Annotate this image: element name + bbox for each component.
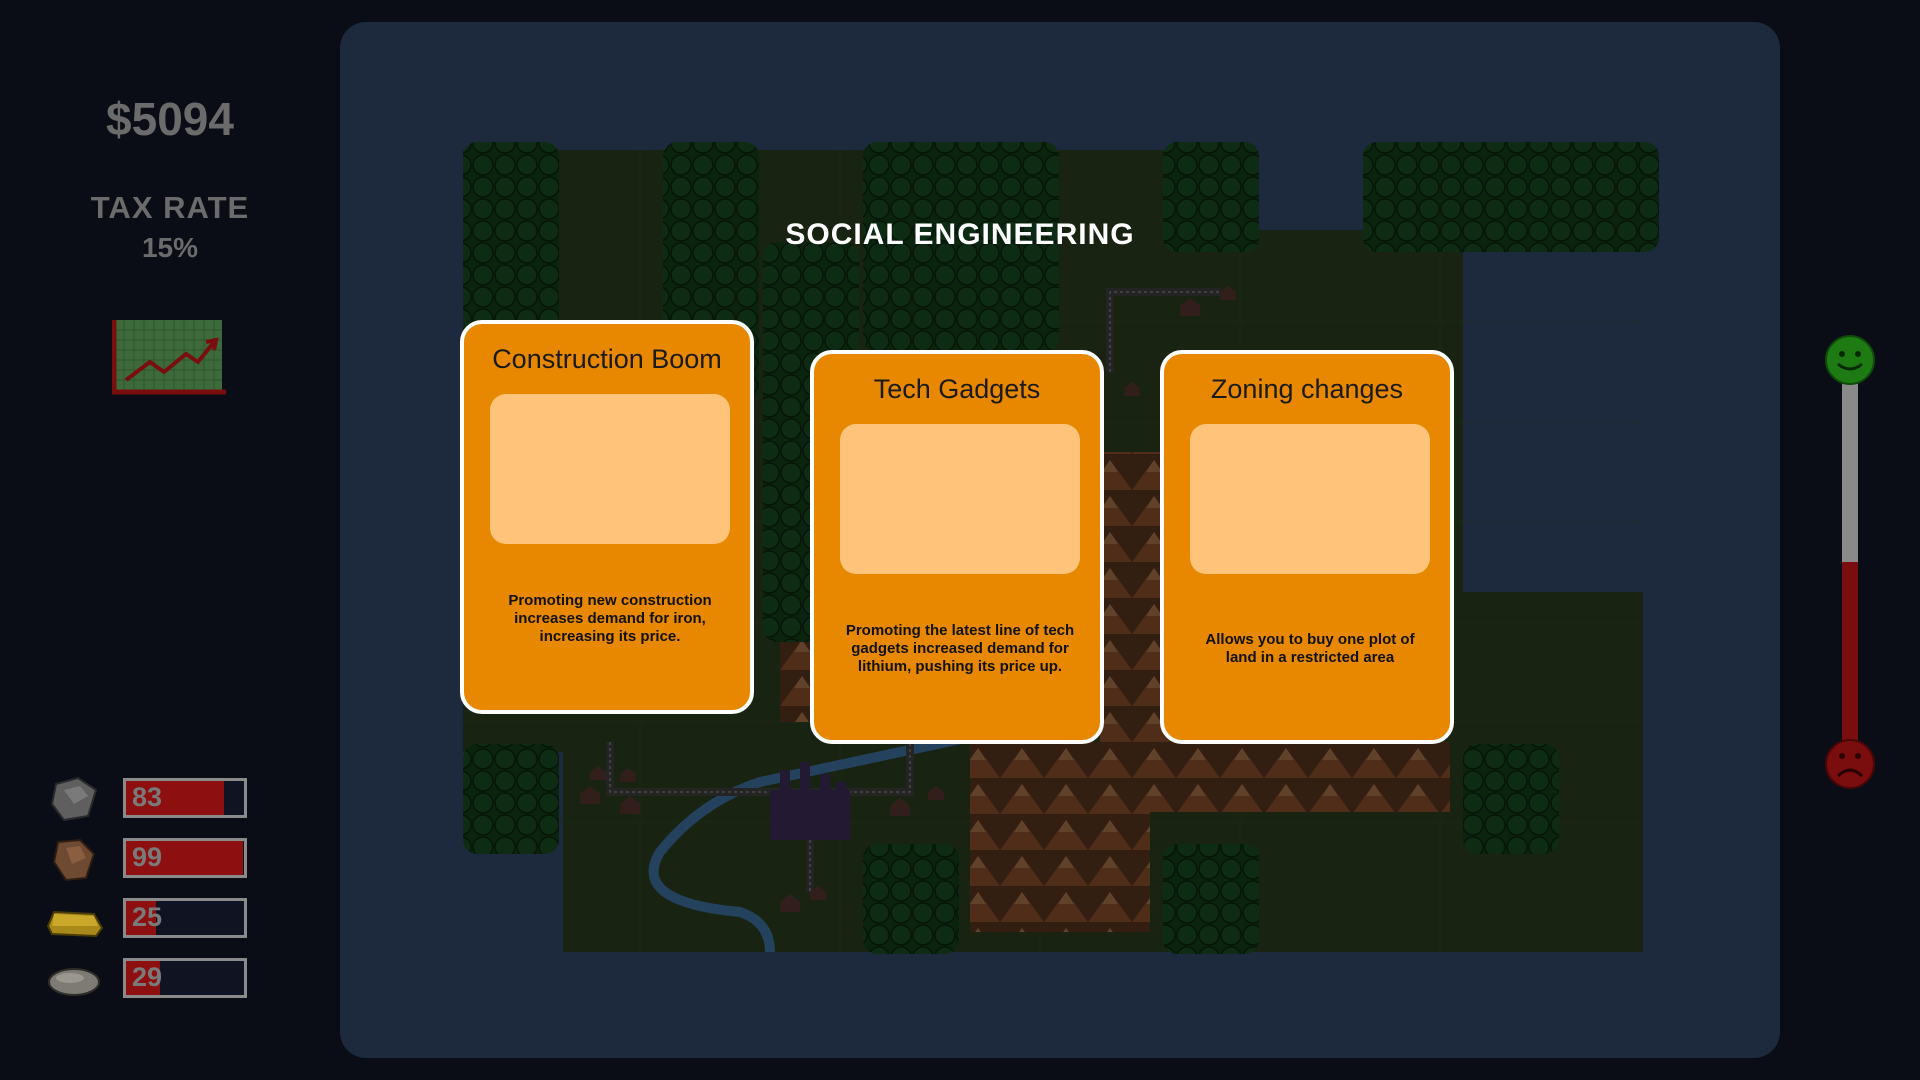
lithium-bar: 29 [123,958,247,998]
copper-value: 99 [132,842,163,872]
gold-bar: 25 [123,898,247,938]
card-title: Zoning changes [1210,374,1404,404]
resource-copper: 99 [44,836,254,882]
iron-value: 83 [132,782,163,812]
iron-ore-icon [50,776,98,822]
happiness-fill [1842,562,1858,760]
happy-face-icon [1825,335,1875,385]
copper-bar-fill [126,841,243,875]
card-description: Allows you to buy one plot of land in a … [1205,631,1415,666]
iron-bar-fill [126,781,224,815]
tax-rate-label: TAX RATE [90,190,250,225]
sad-face-icon [1825,739,1875,789]
event-card-zoning-changes[interactable]: Zoning changes Allows you to buy one plo… [1160,350,1454,744]
money-display: $5094 [106,93,234,145]
card-image-placeholder [1190,424,1430,574]
copper-bar: 99 [123,838,247,878]
card-title: Construction Boom [492,344,722,374]
resource-lithium: 29 [44,956,254,1000]
event-card-construction-boom[interactable]: Construction Boom Promoting new construc… [460,320,754,714]
happiness-meter [1824,334,1876,790]
event-card-tech-gadgets[interactable]: Tech Gadgets Promoting the latest line o… [810,350,1104,744]
card-description: Promoting the latest line of tech gadget… [845,622,1075,675]
gold-bar-icon [46,910,104,938]
card-image-placeholder [490,394,730,544]
resource-gold: 25 [44,896,254,940]
rising-chart-icon [111,320,226,395]
overlay-title: SOCIAL ENGINEERING [785,218,1135,251]
tax-rate-value: 15% [141,232,199,263]
iron-bar: 83 [123,778,247,818]
gold-value: 25 [132,902,163,932]
card-image-placeholder [840,424,1080,574]
resource-iron: 83 [44,776,254,822]
card-title: Tech Gadgets [873,374,1041,404]
copper-ore-icon [52,838,96,882]
lithium-value: 29 [132,962,163,992]
gold-bar-fill [126,901,156,935]
lithium-stone-icon [48,968,100,996]
lithium-bar-fill [126,961,161,995]
card-description: Promoting new construction increases dem… [508,592,712,645]
stats-button[interactable] [111,318,228,398]
